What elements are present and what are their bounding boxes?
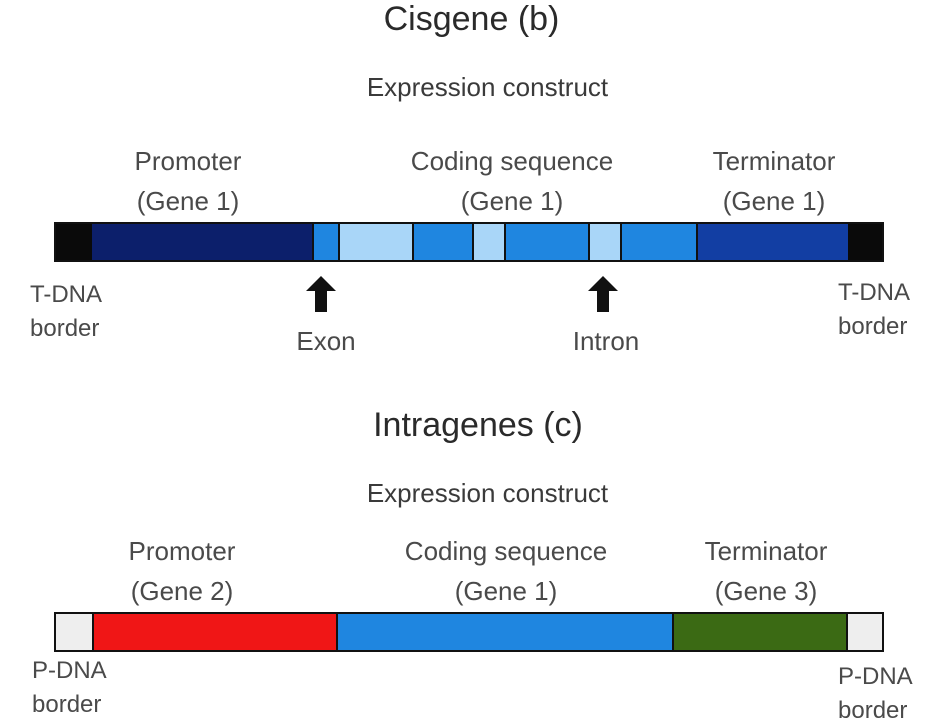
cisgene-promoter-label: Promoter (Gene 1)	[134, 146, 242, 216]
intragene-subtitle: Expression construct	[366, 478, 609, 508]
intragene-title: Intragenes (c)	[373, 406, 583, 444]
intron-segment	[472, 224, 504, 260]
cisgene-terminator-label: Terminator (Gene 1)	[712, 146, 836, 216]
exon-segment	[412, 224, 472, 260]
exon-segment	[504, 224, 588, 260]
cisgene-coding-label: Coding sequence (Gene 1)	[410, 146, 614, 216]
exon-segment	[312, 224, 338, 260]
cisgene-subtitle: Expression construct	[366, 72, 609, 102]
intragene-construct-bar	[54, 612, 884, 652]
intron-arrow-icon	[588, 276, 618, 312]
cisgene-right-border-label: T-DNA border	[838, 279, 910, 340]
intragene-promoter-label: Promoter (Gene 2)	[128, 536, 236, 606]
intragene-coding-label: Coding sequence (Gene 1)	[404, 536, 608, 606]
intragene-right-border-label: P-DNA border	[838, 663, 913, 724]
promoter-segment	[92, 224, 312, 260]
left-pdna-border-segment	[56, 614, 92, 650]
terminator-segment	[696, 224, 848, 260]
cisgene-construct-bar	[54, 222, 884, 262]
intron-segment	[338, 224, 412, 260]
promoter-segment	[92, 614, 336, 650]
exon-label: Exon	[296, 326, 356, 356]
right-tdna-border-segment	[848, 224, 882, 260]
cisgene-left-border-label: T-DNA border	[30, 281, 102, 342]
right-pdna-border-segment	[846, 614, 882, 650]
exon-segment	[620, 224, 696, 260]
intragene-terminator-label: Terminator (Gene 3)	[704, 536, 828, 606]
intron-label: Intron	[572, 326, 640, 356]
intragene-left-border-label: P-DNA border	[32, 657, 107, 718]
cisgene-title: Cisgene (b)	[383, 0, 560, 38]
intron-segment	[588, 224, 620, 260]
terminator-segment	[672, 614, 846, 650]
coding-sequence-segment	[336, 614, 672, 650]
left-tdna-border-segment	[56, 224, 92, 260]
exon-arrow-icon	[306, 276, 336, 312]
